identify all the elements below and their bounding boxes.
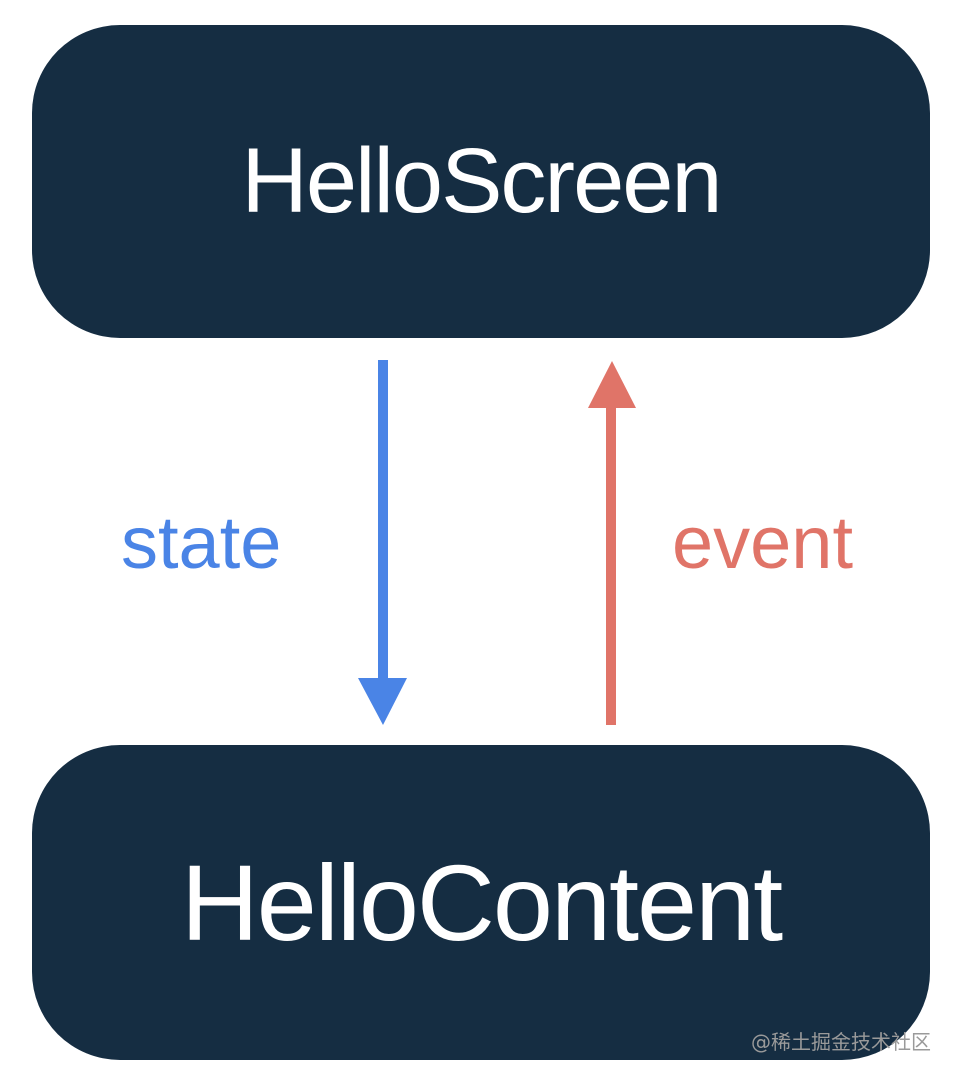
state-arrow-shaft: [378, 360, 388, 685]
event-label: event: [672, 501, 854, 584]
hello-content-box: HelloContent: [32, 745, 930, 1060]
hello-screen-label: HelloScreen: [241, 130, 722, 232]
state-arrow: [358, 360, 407, 725]
state-label: state: [121, 501, 282, 584]
event-arrow-head: [588, 361, 636, 408]
event-arrow-shaft: [606, 400, 616, 725]
watermark-text: @稀土掘金技术社区: [751, 1030, 931, 1054]
hello-content-label: HelloContent: [180, 842, 783, 963]
state-arrow-head: [358, 678, 407, 725]
event-arrow: [588, 361, 636, 725]
hello-screen-box: HelloScreen: [32, 25, 930, 338]
